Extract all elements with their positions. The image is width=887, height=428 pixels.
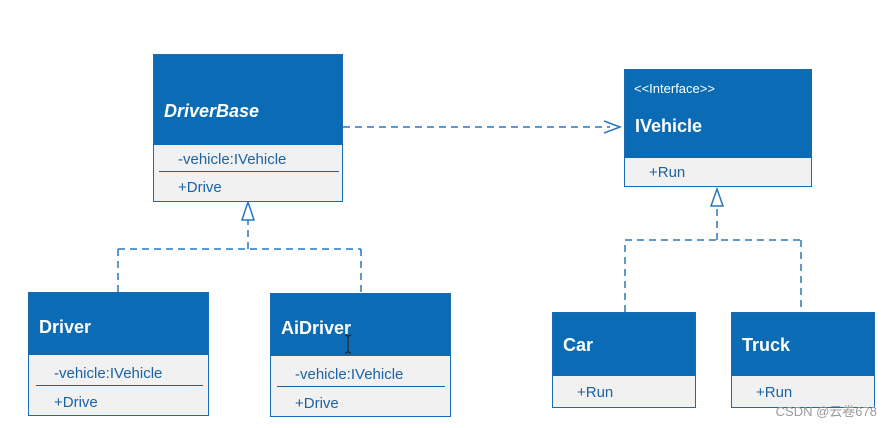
dependency-arrowhead-icon [603,120,623,134]
class-name: AiDriver [281,318,352,338]
class-method: +Run [577,384,614,401]
realization-triangle-icon [709,186,725,207]
class-name: Driver [39,317,92,337]
member-separator [36,385,203,386]
class-field: -vehicle:IVehicle [295,366,404,383]
class-header: Car [553,313,695,376]
class-name: Truck [742,335,791,355]
stereotype-label: <<Interface>> [634,81,715,96]
member-separator [277,386,445,387]
class-method: +Run [756,384,793,401]
class-method: +Drive [178,179,222,196]
interface-name: IVehicle [635,116,703,136]
class-aidriver[interactable]: AiDriver -vehicle:IVehicle +Drive [270,293,451,417]
class-header: AiDriver [271,294,450,356]
class-driverbase[interactable]: DriverBase -vehicle:IVehicle +Drive [153,54,343,202]
class-field: -vehicle:IVehicle [178,151,287,168]
class-method: +Drive [295,395,339,412]
member-separator [159,171,339,172]
inheritance-triangle-icon [240,199,256,221]
interface-header: <<Interface>> IVehicle [625,70,811,158]
class-field: -vehicle:IVehicle [54,365,163,382]
class-name: DriverBase [164,101,260,121]
watermark: CSDN @云卷678 [775,404,877,419]
class-truck[interactable]: Truck +Run [731,312,875,408]
class-header: Driver [29,293,208,355]
class-car[interactable]: Car +Run [552,312,696,408]
text-cursor-icon [344,334,352,354]
class-header: DriverBase [154,55,342,145]
interface-ivehicle[interactable]: <<Interface>> IVehicle +Run [624,69,812,187]
class-method: +Drive [54,394,98,411]
interface-method: +Run [649,164,686,181]
class-header: Truck [732,313,874,376]
class-driver[interactable]: Driver -vehicle:IVehicle +Drive [28,292,209,416]
class-name: Car [563,335,594,355]
